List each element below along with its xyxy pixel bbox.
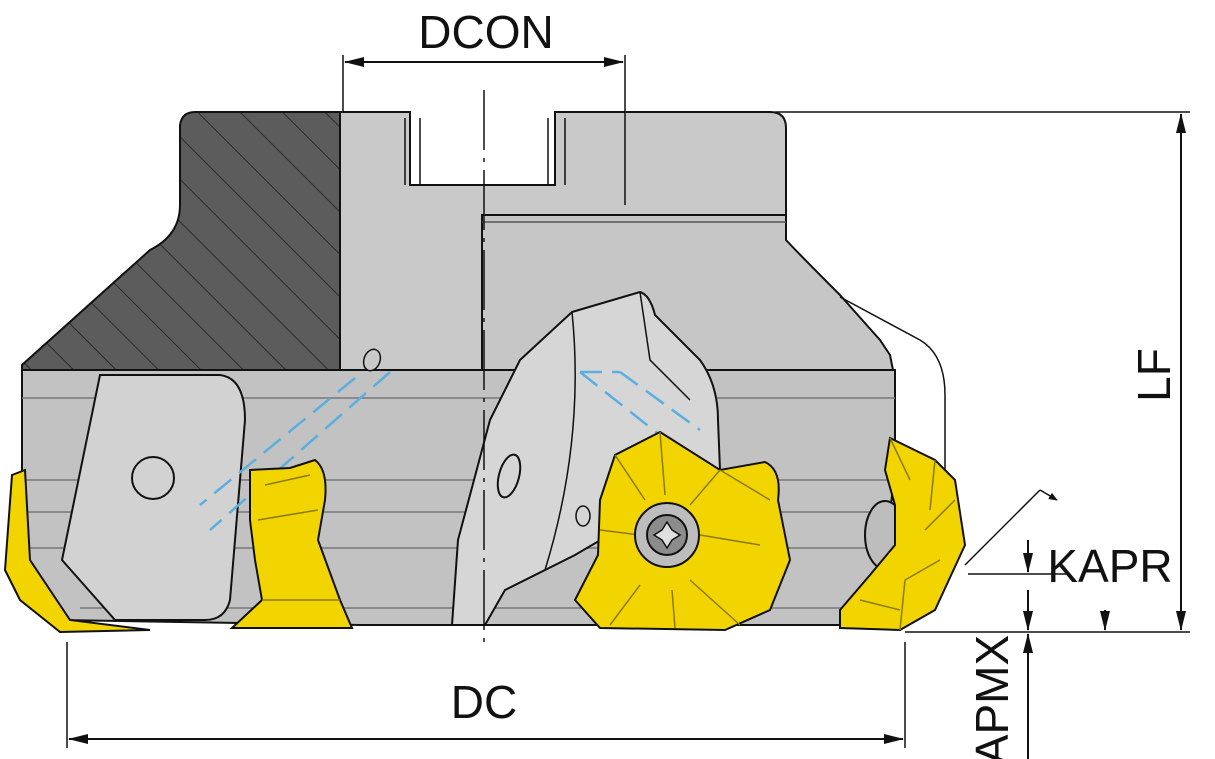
coolant-hole-left <box>131 456 175 500</box>
dc-label: DC <box>451 676 517 728</box>
cutting-inserts <box>3 430 967 634</box>
dimension-dc: DC <box>66 642 906 748</box>
dimension-apmx: APMX <box>966 590 1033 759</box>
insert-right-facets <box>859 437 956 631</box>
dimension-dcon: DCON <box>344 6 624 67</box>
dcon-label: DCON <box>418 6 553 58</box>
insert-center-facets <box>599 431 771 629</box>
insert-right <box>839 436 967 632</box>
dimension-kapr: KAPR <box>964 489 1173 631</box>
insert-left <box>229 458 354 629</box>
hub-hole <box>362 348 382 372</box>
kapr-label: KAPR <box>1047 540 1172 592</box>
chamfer-line <box>839 296 946 470</box>
apmx-label: APMX <box>966 635 1018 759</box>
kapr-cut-edge <box>964 489 1041 566</box>
keyway <box>404 118 566 185</box>
section-hatch <box>21 111 341 371</box>
pocket-hole <box>496 453 522 499</box>
pocket-center-edge <box>544 311 576 571</box>
kapr-arc <box>1039 489 1058 501</box>
torx-icon <box>652 520 682 550</box>
pocket-center <box>450 290 722 626</box>
insert-far-left <box>3 468 151 634</box>
lf-label: LF <box>1128 348 1180 402</box>
pocket-hole-small <box>575 505 591 527</box>
pocket-center-edge-2 <box>639 291 691 401</box>
insert-left-facet <box>257 474 340 601</box>
dimension-lf: LF <box>775 111 1190 633</box>
